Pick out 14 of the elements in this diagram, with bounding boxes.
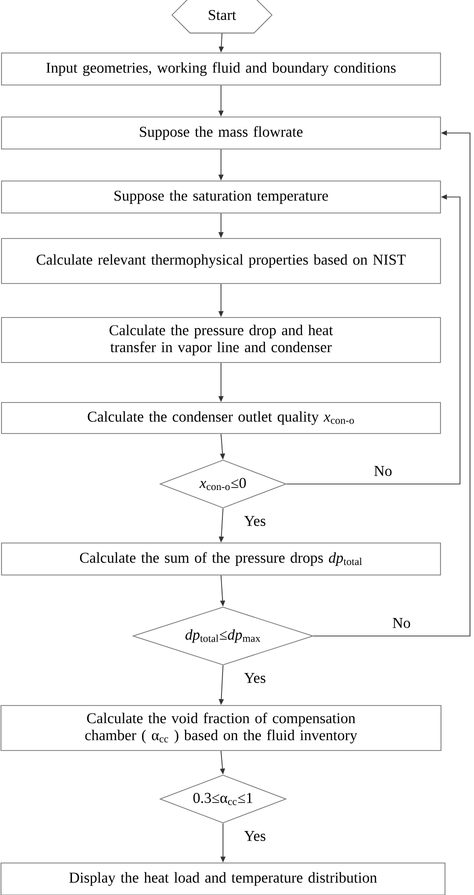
process-box: Calculate the sum of the pressure drops dp$_{total}$ — [1, 542, 441, 576]
process-box: Suppose the mass flowrate — [1, 116, 441, 150]
edge-label: Yes — [244, 516, 266, 526]
edge-label: Yes — [244, 831, 266, 841]
process-box: Calculate the condenser outlet quality x$_{con-o}$ — [1, 402, 441, 434]
process-box: Calculate the void fraction of compensation chamber ( α$_{cc}$ ) based on the fluid inventory — [0, 705, 442, 751]
process-box: Suppose the saturation temperature — [1, 180, 441, 214]
edge-label: No — [392, 618, 410, 628]
process-box: Calculate the pressure drop and heat transfer in vapor line and condenser — [1, 317, 441, 363]
process-box: Calculate relevant thermophysical properties based on NIST — [1, 238, 441, 284]
edge-label: No — [374, 466, 392, 476]
edge-label: Yes — [244, 673, 266, 683]
process-box: Input geometries, working fluid and boundary conditions — [1, 52, 441, 86]
process-box: Display the heat load and temperature distribution — [0, 862, 446, 895]
